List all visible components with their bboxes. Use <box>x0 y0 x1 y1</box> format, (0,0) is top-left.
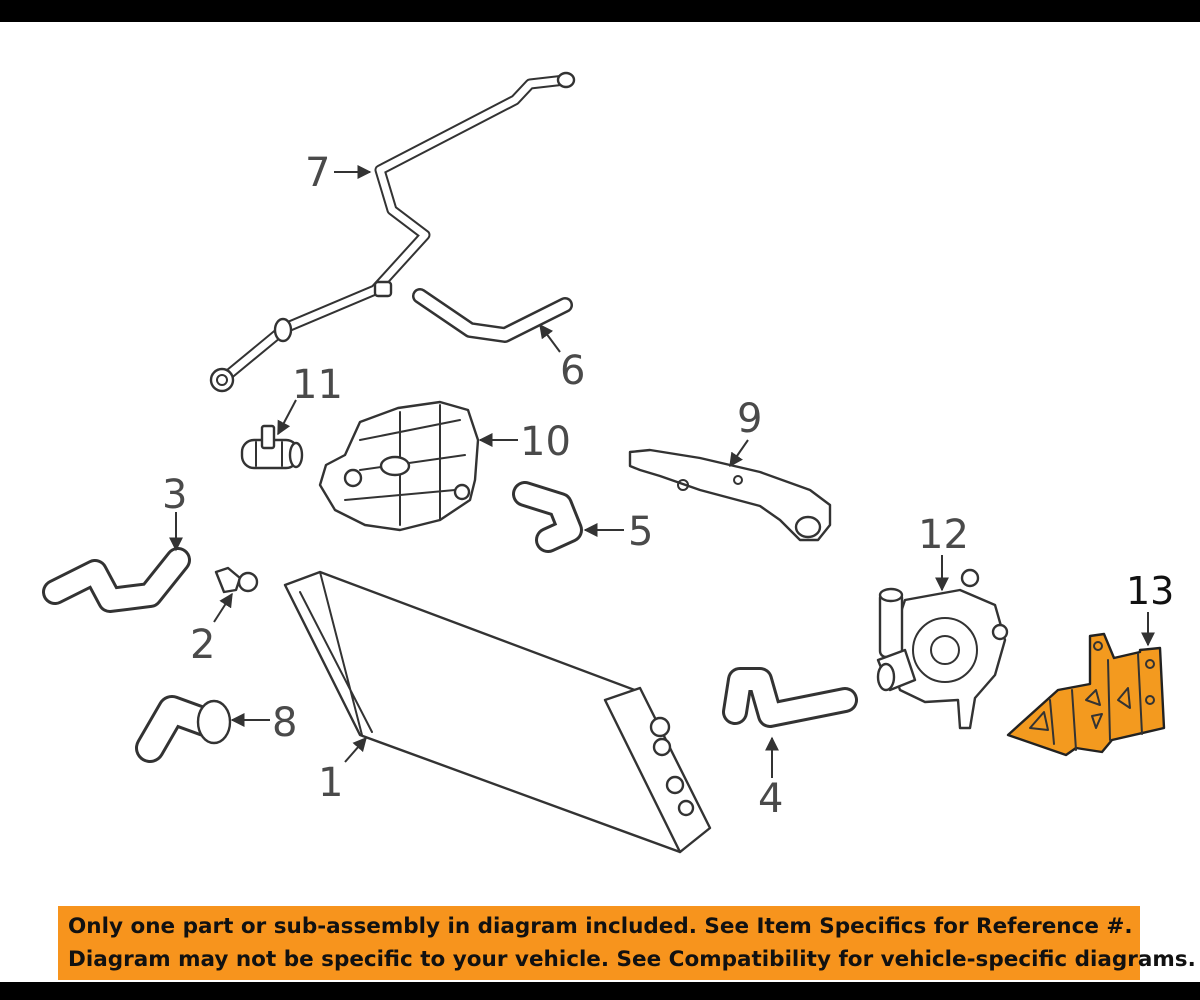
top-border <box>0 0 1200 22</box>
parts-diagram: 7 6 11 10 9 3 5 12 13 2 8 1 4 <box>42 71 1174 854</box>
part-3-hose <box>42 547 191 613</box>
part-7-tube <box>209 71 576 393</box>
callout-3: 3 <box>162 472 187 518</box>
bottom-border <box>0 982 1200 1000</box>
callout-8: 8 <box>272 700 297 746</box>
part-13-bracket-highlighted <box>1006 632 1166 757</box>
callout-12: 12 <box>918 512 969 558</box>
callout-6: 6 <box>560 348 585 394</box>
part-12-pump <box>876 568 1009 730</box>
disclaimer-line-2: Diagram may not be specific to your vehi… <box>68 947 1196 972</box>
callout-labels: 7 6 11 10 9 3 5 12 13 2 8 1 4 <box>162 150 1174 822</box>
part-2-clip <box>214 566 259 594</box>
part-9-bracket <box>628 448 832 542</box>
part-10-canister <box>318 400 480 532</box>
part-8-elbow <box>135 695 232 763</box>
callout-5: 5 <box>628 509 653 555</box>
callout-10: 10 <box>520 419 571 465</box>
callout-11: 11 <box>292 362 343 408</box>
part-1-radiator <box>283 570 712 854</box>
callout-7: 7 <box>305 150 330 196</box>
part-11-sensor <box>240 424 304 470</box>
part-4-hose <box>722 667 858 728</box>
callout-4: 4 <box>758 776 783 822</box>
part-5-elbow-hose <box>512 481 583 553</box>
disclaimer-banner: Only one part or sub-assembly in diagram… <box>58 906 1196 980</box>
disclaimer-line-1: Only one part or sub-assembly in diagram… <box>68 914 1133 939</box>
callout-13: 13 <box>1126 569 1174 613</box>
callout-2: 2 <box>190 622 215 668</box>
part-6-hose <box>412 288 573 343</box>
callout-9: 9 <box>737 396 762 442</box>
leader-lines <box>169 165 1155 778</box>
callout-1: 1 <box>318 760 343 806</box>
